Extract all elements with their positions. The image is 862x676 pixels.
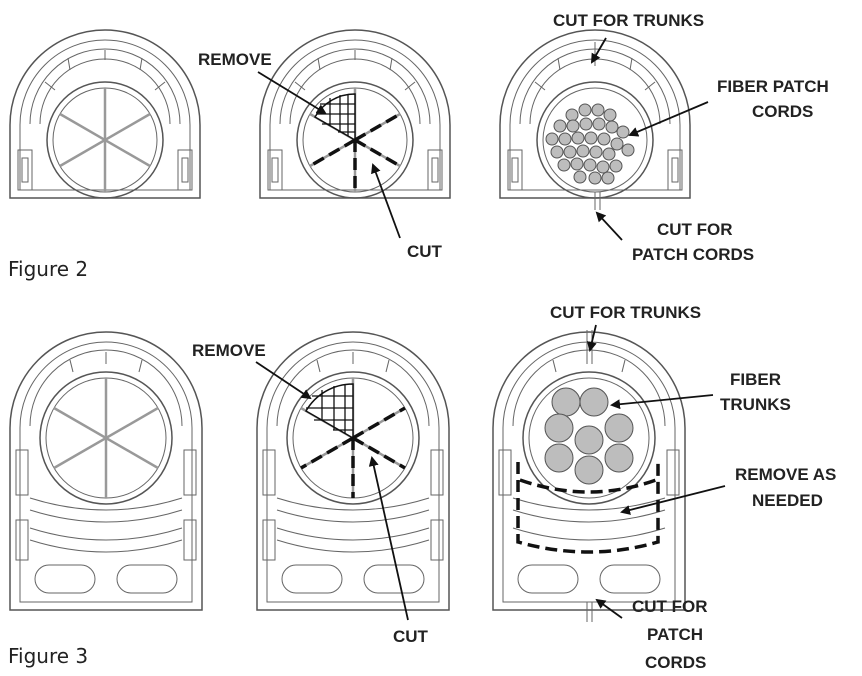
fig3-cut-patch-label-2: PATCH <box>647 625 703 644</box>
fig3-frame-cut <box>256 331 450 611</box>
fig3-cut-patch-label-3: CORDS <box>645 653 706 672</box>
fig3-remove-needed-label-1: REMOVE AS <box>735 465 836 484</box>
fig2-cut-trunks-label: CUT FOR TRUNKS <box>553 11 704 30</box>
fig3-remove-grid <box>304 383 354 440</box>
fig2-cut-label: CUT <box>407 242 443 261</box>
fig3-cut-trunks-label: CUT FOR TRUNKS <box>550 303 701 322</box>
fig3-fiber-label-1: FIBER <box>730 370 781 389</box>
fig3-frame-trunks <box>492 330 686 622</box>
fig2-remove-label: REMOVE <box>198 50 272 69</box>
fig2-frame-cords <box>499 29 691 210</box>
fig2-frame-cut <box>259 29 451 199</box>
fig2-caption: Figure 2 <box>8 257 88 281</box>
fig3-frame-plain <box>9 331 203 611</box>
fig2-cut-patch-label-2: PATCH CORDS <box>632 245 754 264</box>
fig3-cut-patch-label-1: CUT FOR <box>632 597 708 616</box>
fig2-fiber-label-2: CORDS <box>752 102 813 121</box>
fig3-fiber-trunks <box>544 387 634 485</box>
fig2-fiber-label-1: FIBER PATCH <box>717 77 829 96</box>
fig2-frame-plain <box>9 29 201 199</box>
fig3-caption: Figure 3 <box>8 644 88 668</box>
fig2-cut-patch-label-1: CUT FOR <box>657 220 733 239</box>
fig2-patch-cords <box>545 103 635 185</box>
fig3-remove-needed-label-2: NEEDED <box>752 491 823 510</box>
fig3-remove-label: REMOVE <box>192 341 266 360</box>
fig3-fiber-label-2: TRUNKS <box>720 395 791 414</box>
fig3-cut-label: CUT <box>393 627 429 646</box>
